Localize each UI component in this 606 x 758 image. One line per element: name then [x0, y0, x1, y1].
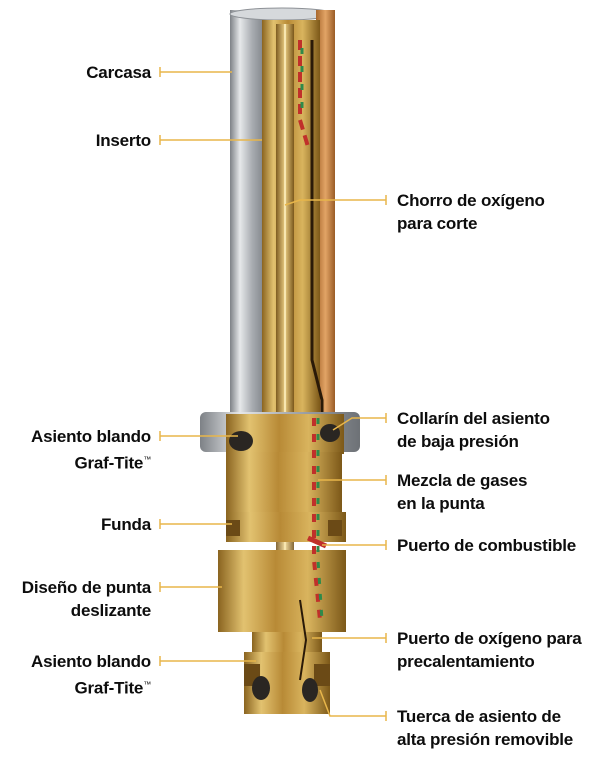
oxygen-port-channel	[299, 599, 308, 681]
tip-neck	[252, 632, 322, 654]
label-tuerca-asiento: Tuerca de asiento de alta presión removi…	[397, 705, 573, 751]
label-diseno-punta: Diseño de punta deslizante	[22, 576, 151, 622]
label-asiento-blando-lower-line1: Asiento blando	[31, 652, 151, 671]
gas-mix-lower-red	[312, 418, 322, 621]
label-collarin: Collarín del asiento de baja presión	[397, 407, 550, 453]
trademark-symbol: ™	[143, 680, 151, 689]
label-chorro-oxigeno: Chorro de oxígeno para corte	[397, 189, 545, 235]
label-carcasa: Carcasa	[86, 61, 151, 84]
label-puerto-combustible: Puerto de combustible	[397, 534, 576, 557]
nut-groove-right	[314, 664, 330, 686]
sleeve-groove	[226, 512, 346, 542]
label-asiento-blando-upper: Asiento blando Graf-Tite™	[31, 425, 151, 475]
graf-tite-text: Graf-Tite	[74, 678, 144, 698]
label-diseno-line1: Diseño de punta	[21, 578, 151, 597]
sliding-tip-body	[218, 550, 346, 632]
label-funda: Funda	[101, 513, 151, 536]
label-oxigeno-line1: Puerto de oxígeno para	[397, 629, 582, 648]
label-chorro-line2: para corte	[397, 214, 478, 233]
label-inserto-line1: Inserto	[95, 131, 151, 150]
copper-sleeve	[316, 10, 335, 418]
label-inserto: Inserto	[96, 129, 151, 152]
label-funda-line1: Funda	[101, 515, 151, 534]
label-diseno-line2: deslizante	[70, 601, 151, 620]
label-tuerca-line2: alta presión removible	[397, 730, 574, 749]
graf-tite-seat-lower-right	[302, 678, 318, 702]
trademark-symbol: ™	[143, 455, 151, 464]
graf-tite-text: Graf-Tite	[74, 453, 144, 473]
label-asiento-blando-lower-line2: Graf-Tite™	[31, 673, 151, 700]
label-asiento-blando-upper-line2: Graf-Tite™	[31, 448, 151, 475]
graf-tite-seat-upper-left	[229, 431, 253, 451]
label-oxigeno-line2: precalentamiento	[397, 652, 535, 671]
label-mezcla-line2: en la punta	[397, 494, 485, 513]
graf-tite-seat-lower-left	[252, 676, 270, 700]
label-asiento-blando-upper-line1: Asiento blando	[31, 427, 151, 446]
groove-shadow-left	[226, 520, 240, 536]
label-puerto-oxigeno: Puerto de oxígeno para precalentamiento	[397, 627, 582, 673]
label-tuerca-line1: Tuerca de asiento de	[397, 707, 561, 726]
brass-body-lower	[226, 452, 342, 512]
label-mezcla-gases: Mezcla de gases en la punta	[397, 469, 527, 515]
label-collarin-line2: de baja presión	[397, 432, 519, 451]
gas-mix-upper	[298, 40, 311, 151]
label-asiento-blando-lower: Asiento blando Graf-Tite™	[31, 650, 151, 700]
groove-shadow-right	[328, 520, 342, 536]
leader-lines	[159, 67, 387, 721]
label-combustible-line1: Puerto de combustible	[397, 536, 577, 555]
label-chorro-line1: Chorro de oxígeno	[397, 191, 545, 210]
label-carcasa-line1: Carcasa	[86, 63, 151, 82]
label-collarin-line1: Collarín del asiento	[397, 409, 550, 428]
label-mezcla-line1: Mezcla de gases	[397, 471, 528, 490]
